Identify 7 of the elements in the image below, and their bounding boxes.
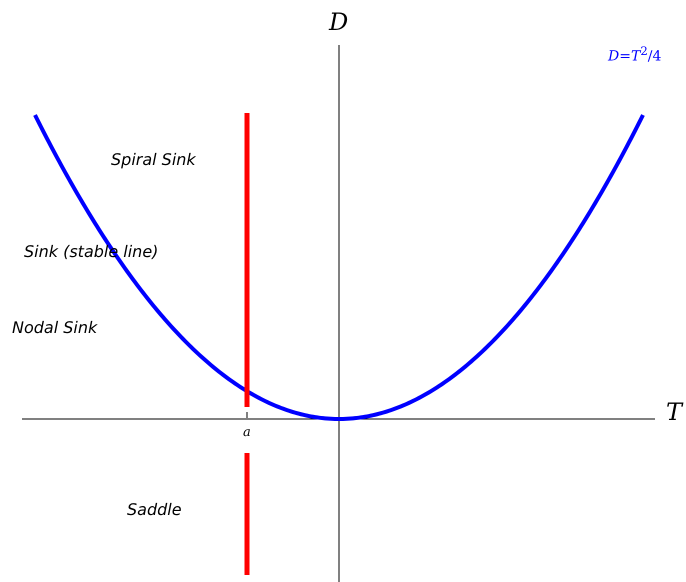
axis-label: D [329,10,348,34]
region-label: Nodal Sink [12,320,98,336]
tick-label: a [243,426,251,439]
curve-equation: D=T$^{2}$/4 [608,46,662,64]
axis-label: T [666,400,682,424]
region-label: Spiral Sink [111,152,196,168]
region-label: Saddle [127,502,182,518]
